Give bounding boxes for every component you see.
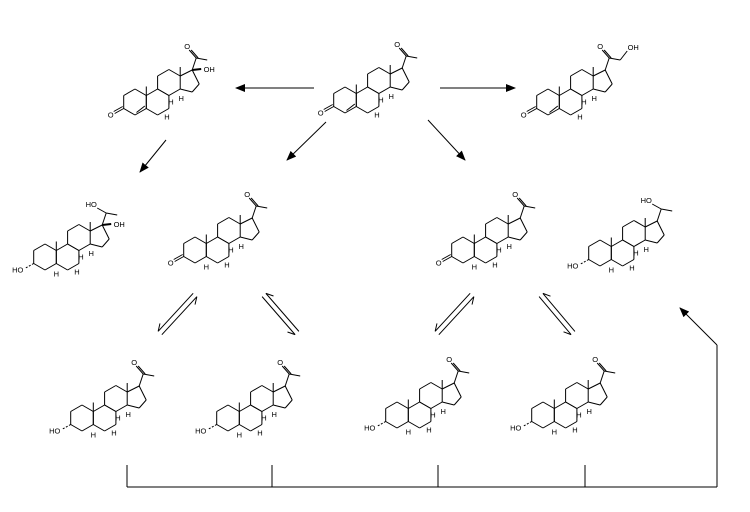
atom-label-h: H [88, 249, 93, 258]
atom-label-h: H [496, 246, 501, 255]
atom-label-h: H [374, 111, 379, 120]
atom-label-h: H [629, 264, 634, 273]
arrow-to-pregnanediol [679, 307, 718, 346]
atom-label-h: H [643, 245, 648, 254]
atom-label-h: H [164, 113, 169, 122]
atom-label-ho: HO [364, 424, 375, 433]
atom-label-h: H [111, 429, 116, 438]
atom-label-ho: HO [195, 427, 206, 436]
atom-label-ho: HO [49, 427, 60, 436]
atom-label-h: H [572, 426, 577, 435]
atom-label-h: H [388, 92, 393, 101]
atom-label-oh: OH [114, 220, 125, 229]
atom-label-ho: HO [567, 262, 578, 271]
atom-label-h: H [472, 263, 477, 272]
atom-label-h: H [261, 414, 266, 423]
atom-label-h: H [406, 428, 411, 437]
atom-label-h: H [54, 270, 59, 279]
atom-label-o: O [131, 358, 137, 367]
atom-label-h: H [586, 407, 591, 416]
atom-label-h: H [492, 261, 497, 270]
atom-label-ho: HO [12, 266, 23, 275]
atom-label-h: H [378, 96, 383, 105]
atom-label-o: O [592, 355, 598, 364]
atom-label-o: O [184, 42, 190, 51]
atom-label-o: O [394, 40, 400, 49]
arrow-to-pregnanetriol [139, 139, 167, 173]
atom-label-h: H [237, 431, 242, 440]
atom-label-h: H [271, 410, 276, 419]
equilibrium-to-pregnanolone [434, 292, 475, 336]
atom-label-o: O [436, 259, 442, 268]
atom-label-h: H [426, 426, 431, 435]
arrow-to-5b-dhp [427, 119, 466, 161]
atom-label-h: H [78, 253, 83, 262]
atom-label-h: H [440, 407, 445, 416]
atom-label-h: H [125, 410, 130, 419]
atom-label-ho: HO [510, 424, 521, 433]
atom-label-o: O [512, 190, 518, 199]
atom-label-h: H [506, 242, 511, 251]
atom-label-h: H [204, 263, 209, 272]
atom-label-h: H [552, 428, 557, 437]
atom-label-o: O [597, 42, 603, 51]
atom-label-h: H [581, 98, 586, 107]
atom-label-h: H [609, 266, 614, 275]
equilibrium-to-isopregnanolone [261, 292, 300, 336]
atom-label-h: H [91, 431, 96, 440]
arrow-to-5a-dhp [286, 121, 327, 161]
atom-label-o: O [318, 109, 324, 118]
atom-label-h: H [430, 411, 435, 420]
atom-label-h: H [224, 261, 229, 270]
atom-label-h: H [168, 98, 173, 107]
atom-label-h: H [576, 411, 581, 420]
atom-label-oh: OH [204, 65, 215, 74]
equilibrium-to-allopregnanolone [157, 292, 198, 336]
atom-label-o: O [168, 259, 174, 268]
atom-label-ho: HO [641, 196, 652, 205]
atom-label-o: O [521, 111, 527, 120]
atom-label-h: H [591, 94, 596, 103]
atom-label-ho: HO [86, 200, 97, 209]
atom-label-o: O [446, 355, 452, 364]
atom-label-h: H [115, 414, 120, 423]
atom-label-h: H [577, 113, 582, 122]
atom-label-oh: OH [628, 43, 639, 52]
atom-label-o: O [277, 358, 283, 367]
atom-label-h: H [178, 94, 183, 103]
atom-label-h: H [238, 242, 243, 251]
atom-label-o: O [108, 111, 114, 120]
arrows-layer [126, 84, 718, 488]
atom-label-h: H [633, 249, 638, 258]
atom-label-o: O [244, 190, 250, 199]
equilibrium-to-epipregnanolone [538, 292, 576, 336]
atom-label-h: H [74, 268, 79, 277]
collector-bracket [126, 307, 718, 488]
atom-label-h: H [257, 429, 262, 438]
atom-label-h: H [228, 246, 233, 255]
